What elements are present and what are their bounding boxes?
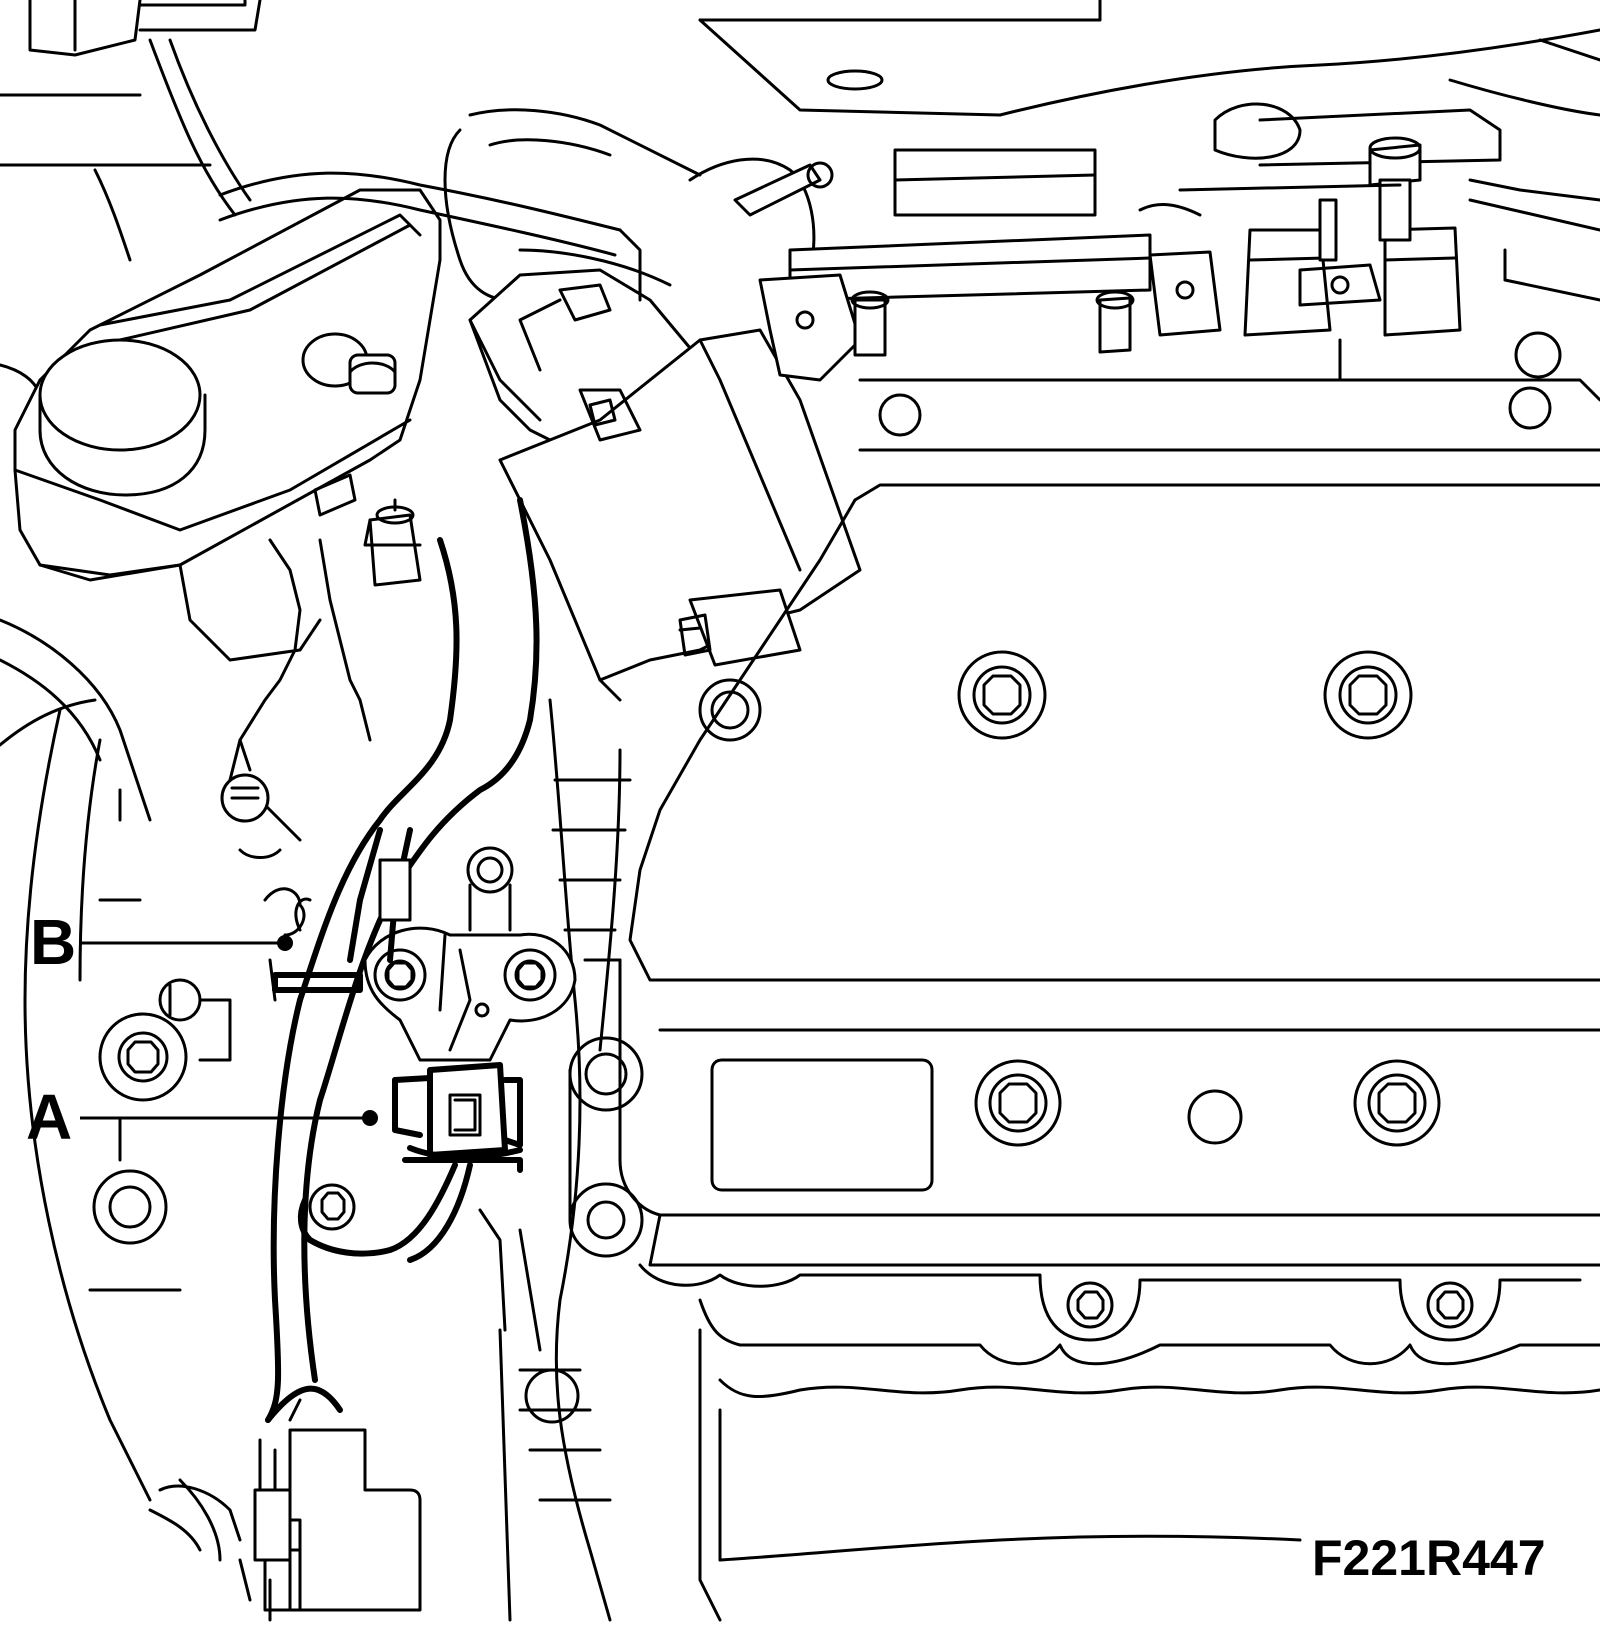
sensor-bracket [363, 846, 577, 1062]
left-frame [23, 708, 252, 1602]
cam-cover [628, 378, 1600, 1032]
sensor-connector [392, 1062, 523, 1173]
throttle-body [443, 108, 862, 742]
fuel-rail [758, 102, 1600, 437]
top-left-hoses [0, 0, 262, 822]
firewall-panel [698, 0, 1600, 117]
vacuum-hose [218, 157, 834, 302]
brake-master-cylinder [220, 498, 422, 842]
callout-a-dot [362, 1110, 378, 1126]
engine-body [568, 958, 1600, 1267]
sensor-wire [297, 1162, 473, 1263]
callout-leaders [80, 935, 378, 1126]
wiring-harness-tube [478, 698, 632, 1622]
lower-components [158, 978, 422, 1622]
lower-block [638, 1263, 1600, 1622]
callout-b-dot [277, 935, 293, 951]
clamp-hose-b [238, 827, 413, 1002]
brake-fluid-reservoir [13, 188, 442, 662]
figure-id: F221R447 [1312, 1530, 1546, 1586]
callout-label-a: A [26, 1081, 73, 1153]
callout-label-b: B [30, 906, 77, 978]
